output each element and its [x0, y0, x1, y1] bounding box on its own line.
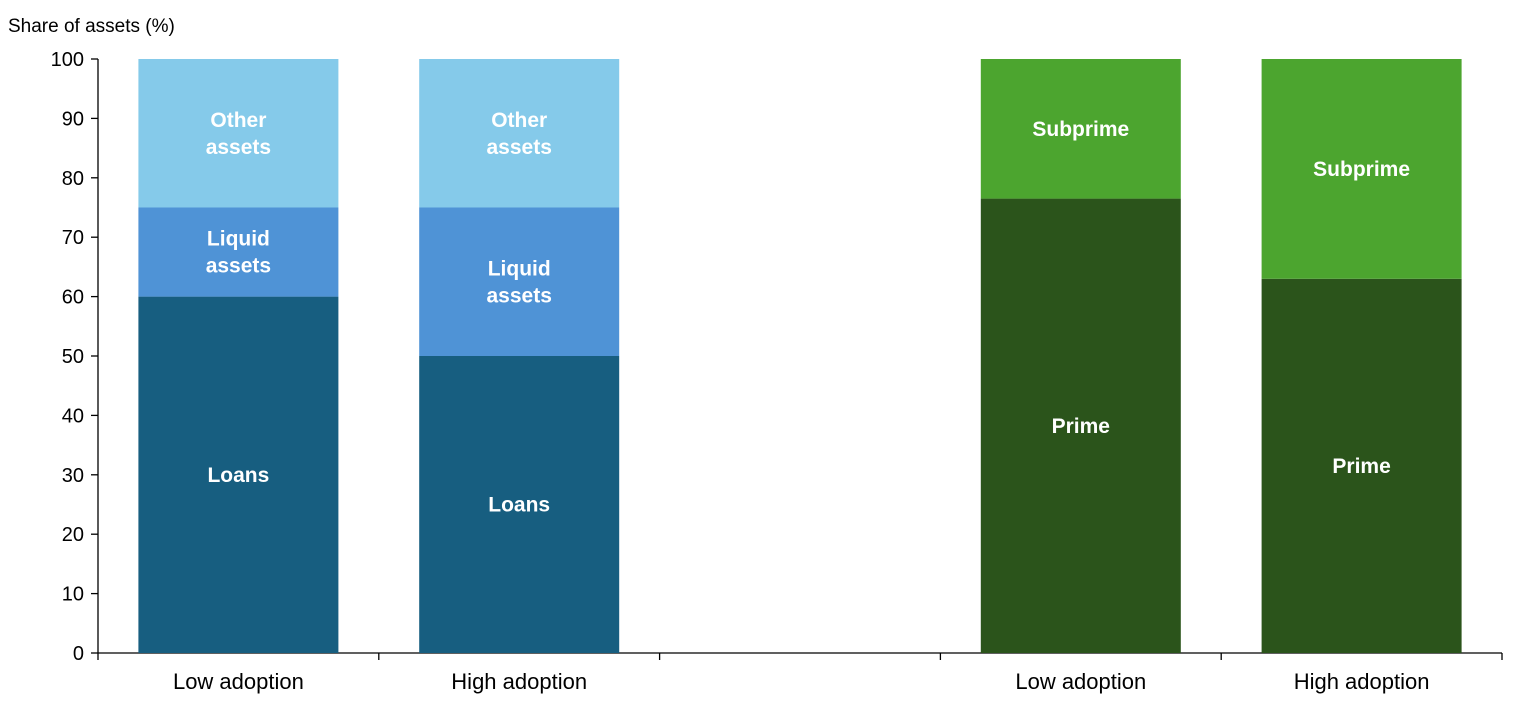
- segment-label: assets: [487, 136, 552, 159]
- bar-segment: [419, 356, 620, 653]
- segment-label: Liquid: [488, 257, 551, 280]
- bar-segment: [138, 207, 339, 297]
- y-tick-label: 30: [62, 465, 84, 487]
- bar-segment: [980, 198, 1181, 653]
- y-tick-label: 50: [62, 346, 84, 368]
- y-tick-label: 90: [62, 108, 84, 130]
- y-tick-label: 100: [51, 49, 84, 71]
- category-label: High adoption: [451, 669, 587, 694]
- category-labels-layer: Low adoption High adoption Low adoption Hig…: [173, 669, 1430, 694]
- segment-label: Prime: [1052, 415, 1110, 438]
- segment-label: assets: [206, 136, 271, 159]
- bar-segment: [1261, 59, 1462, 279]
- y-tick-label: 60: [62, 287, 84, 309]
- bar-segment: [1261, 278, 1462, 653]
- segment-label: Subprime: [1032, 118, 1129, 141]
- y-tick-label: 20: [62, 524, 84, 546]
- y-tick-label: 80: [62, 168, 84, 190]
- y-tick-label: 40: [62, 405, 84, 427]
- category-label: Low adoption: [1015, 669, 1146, 694]
- bar-segment: [980, 59, 1181, 199]
- bar-segment: [138, 296, 339, 653]
- segment-label: Other: [491, 109, 547, 132]
- segment-label: Loans: [207, 464, 269, 487]
- segment-label: Liquid: [207, 228, 270, 251]
- y-tick-label: 10: [62, 584, 84, 606]
- bar-segment: [419, 207, 620, 356]
- y-axis-title: Share of assets (%): [8, 16, 175, 37]
- bar-segment: [419, 59, 620, 208]
- bars-layer: [138, 59, 1462, 653]
- segment-label: Subprime: [1313, 158, 1410, 181]
- bar-segment: [138, 59, 339, 208]
- y-tick-label: 70: [62, 227, 84, 249]
- segment-label: assets: [206, 255, 271, 278]
- category-label: Low adoption: [173, 669, 304, 694]
- y-tick-label: 0: [73, 643, 84, 665]
- segment-label: Prime: [1332, 455, 1390, 478]
- segment-label: assets: [487, 284, 552, 307]
- segment-label: Other: [210, 109, 266, 132]
- category-label: High adoption: [1294, 669, 1430, 694]
- segment-label: Loans: [488, 494, 550, 517]
